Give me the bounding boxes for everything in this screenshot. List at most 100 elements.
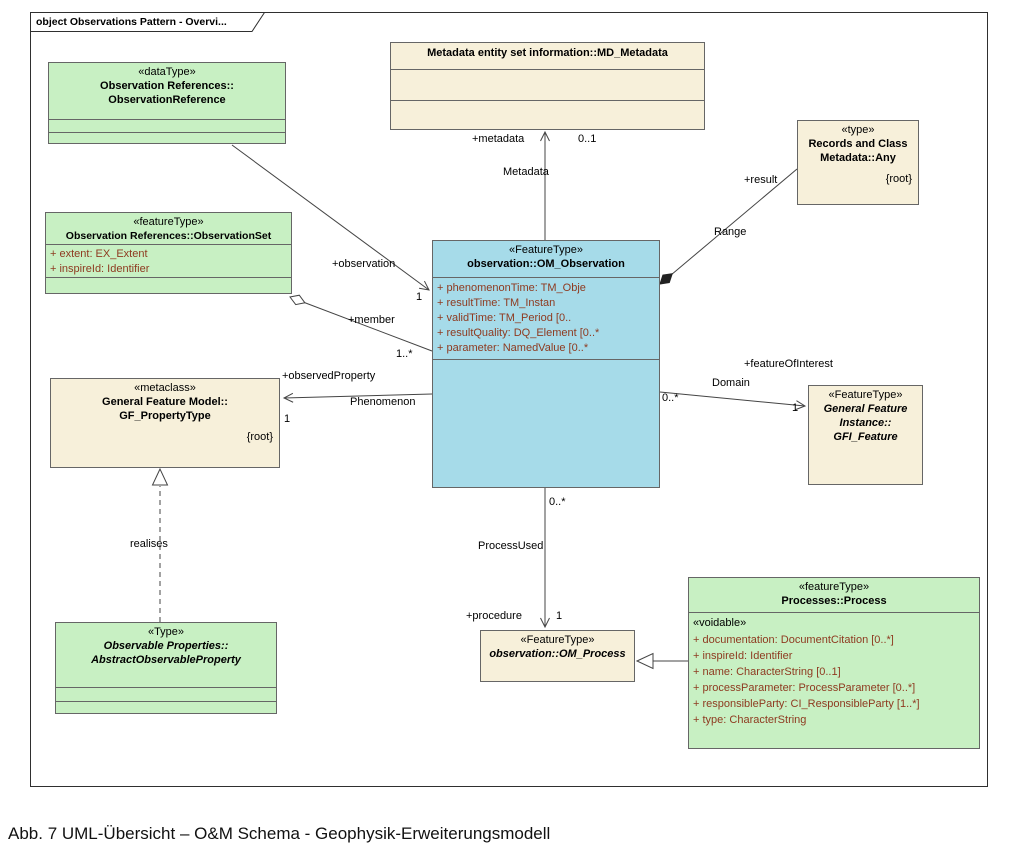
class-header: «Type» Observable Properties:: AbstractO… bbox=[56, 623, 276, 667]
role-label-metadata: +metadata bbox=[472, 133, 525, 145]
role-label-observation: +observation bbox=[332, 258, 396, 270]
class-om-observation: «FeatureType» observation::OM_Observatio… bbox=[432, 240, 660, 488]
stereotype-label: «featureType» bbox=[798, 581, 870, 593]
class-observation-set: «featureType» Observation References::Ob… bbox=[45, 212, 292, 294]
attributes-compartment: + phenomenonTime: TM_Obje + resultTime: … bbox=[433, 279, 659, 358]
attribute: + resultTime: TM_Instan bbox=[437, 297, 556, 309]
attribute: + phenomenonTime: TM_Obje bbox=[437, 282, 586, 294]
class-header: «FeatureType» observation::OM_Process bbox=[481, 631, 634, 661]
class-header: «dataType» Observation References:: Obse… bbox=[49, 63, 285, 107]
class-header: «metaclass» General Feature Model:: GF_P… bbox=[51, 379, 279, 423]
class-gfi-feature: «FeatureType» General Feature Instance::… bbox=[808, 385, 923, 485]
multiplicity-label: 1 bbox=[416, 291, 423, 303]
compartment-separator bbox=[49, 119, 285, 120]
class-name: Observation References::ObservationSet bbox=[65, 230, 272, 242]
multiplicity-label: 1 bbox=[284, 413, 291, 425]
class-records-any: «type» Records and Class Metadata::Any {… bbox=[797, 120, 919, 205]
class-header: «featureType» Processes::Process bbox=[689, 578, 979, 608]
realises-label: realises bbox=[130, 538, 168, 550]
stereotype-label: «metaclass» bbox=[134, 382, 196, 394]
compartment-separator bbox=[391, 69, 704, 70]
root-modifier: {root} bbox=[885, 173, 912, 185]
class-header: «featureType» Observation References::Ob… bbox=[46, 213, 291, 243]
stereotype-label: «Type» bbox=[147, 626, 185, 638]
compartment-separator bbox=[46, 244, 291, 245]
class-process: «featureType» Processes::Process «voidab… bbox=[688, 577, 980, 749]
class-header: «FeatureType» observation::OM_Observatio… bbox=[433, 241, 659, 271]
class-header: «FeatureType» General Feature Instance::… bbox=[809, 386, 922, 444]
attribute: + validTime: TM_Period [0.. bbox=[437, 312, 572, 324]
class-md-metadata: Metadata entity set information::MD_Meta… bbox=[390, 42, 705, 130]
role-label-member: +member bbox=[348, 314, 395, 326]
multiplicity-label: 0..* bbox=[662, 392, 679, 404]
class-name: AbstractObservableProperty bbox=[91, 654, 241, 666]
class-header: «type» Records and Class Metadata::Any bbox=[798, 121, 918, 165]
class-name: observation::OM_Observation bbox=[467, 258, 625, 270]
stereotype-label: «FeatureType» bbox=[509, 244, 583, 256]
class-name: Observable Properties:: bbox=[103, 640, 229, 652]
stereotype-label: «dataType» bbox=[138, 66, 196, 78]
class-name: General Feature bbox=[823, 403, 908, 415]
diagram-frame bbox=[30, 12, 988, 787]
association-name-domain: Domain bbox=[712, 377, 750, 389]
role-label-feature-of-interest: +featureOfInterest bbox=[744, 358, 833, 370]
stereotype-label: «featureType» bbox=[133, 216, 204, 228]
attribute: + parameter: NamedValue [0..* bbox=[437, 342, 589, 354]
multiplicity-label: 1..* bbox=[396, 348, 413, 360]
class-name: Instance:: bbox=[839, 417, 892, 429]
attribute: + responsibleParty: CI_ResponsibleParty … bbox=[693, 698, 920, 710]
figure-caption: Abb. 7 UML-Übersicht – O&M Schema - Geop… bbox=[8, 824, 551, 843]
attribute: + inspireId: Identifier bbox=[50, 263, 150, 275]
stereotype-label: «type» bbox=[841, 124, 875, 136]
root-modifier: {root} bbox=[246, 431, 273, 443]
class-name: Metadata::Any bbox=[820, 152, 896, 164]
class-name: GFI_Feature bbox=[833, 431, 898, 443]
class-name: Records and Class bbox=[808, 138, 908, 150]
attributes-compartment: + extent: EX_Extent + inspireId: Identif… bbox=[46, 245, 291, 279]
compartment-separator bbox=[433, 277, 659, 278]
stereotype-label: «FeatureType» bbox=[828, 389, 903, 401]
voidable-stereotype-label: «voidable» bbox=[693, 617, 747, 629]
association-name-range: Range bbox=[714, 226, 747, 238]
compartment-separator bbox=[56, 701, 276, 702]
attribute: + resultQuality: DQ_Element [0..* bbox=[437, 327, 600, 339]
class-header: Metadata entity set information::MD_Meta… bbox=[391, 43, 704, 60]
association-name-metadata: Metadata bbox=[503, 166, 549, 178]
compartment-separator bbox=[433, 359, 659, 360]
compartment-separator bbox=[689, 612, 979, 613]
multiplicity-label: 0..1 bbox=[578, 133, 597, 145]
multiplicity-label: 1 bbox=[556, 610, 563, 622]
role-label-result: +result bbox=[744, 174, 778, 186]
association-name-phenomenon: Phenomenon bbox=[350, 396, 416, 408]
compartment-separator bbox=[391, 100, 704, 101]
role-label-procedure: +procedure bbox=[466, 610, 522, 622]
multiplicity-label: 0..* bbox=[549, 496, 566, 508]
frame-tab: object Observations Pattern - Overvi... bbox=[31, 13, 271, 31]
class-name: Processes::Process bbox=[781, 595, 887, 607]
class-gf-property-type: «metaclass» General Feature Model:: GF_P… bbox=[50, 378, 280, 468]
class-name: observation::OM_Process bbox=[489, 648, 626, 660]
compartment-separator bbox=[49, 132, 285, 133]
association-name-process-used: ProcessUsed bbox=[478, 540, 544, 552]
class-name: General Feature Model:: bbox=[102, 396, 228, 408]
compartment-separator bbox=[56, 687, 276, 688]
attribute: + type: CharacterString bbox=[693, 714, 807, 726]
class-name: Metadata entity set information::MD_Meta… bbox=[427, 47, 668, 59]
attribute: + extent: EX_Extent bbox=[50, 248, 148, 260]
attribute: + name: CharacterString [0..1] bbox=[693, 666, 841, 678]
attributes-compartment: + documentation: DocumentCitation [0..*]… bbox=[689, 630, 979, 730]
class-name: ObservationReference bbox=[108, 94, 226, 106]
role-label-observed-property: +observedProperty bbox=[282, 370, 376, 382]
frame-title: object Observations Pattern - Overvi... bbox=[36, 16, 227, 28]
class-name: Observation References:: bbox=[100, 80, 234, 92]
class-observation-reference: «dataType» Observation References:: Obse… bbox=[48, 62, 286, 144]
attribute: + processParameter: ProcessParameter [0.… bbox=[693, 682, 916, 694]
attribute: + inspireId: Identifier bbox=[693, 650, 793, 662]
attribute: + documentation: DocumentCitation [0..*] bbox=[693, 634, 894, 646]
class-om-process: «FeatureType» observation::OM_Process bbox=[480, 630, 635, 682]
multiplicity-label: 1 bbox=[792, 402, 799, 414]
compartment-separator bbox=[46, 277, 291, 278]
class-abstract-observable-property: «Type» Observable Properties:: AbstractO… bbox=[55, 622, 277, 714]
class-name: GF_PropertyType bbox=[119, 410, 211, 422]
